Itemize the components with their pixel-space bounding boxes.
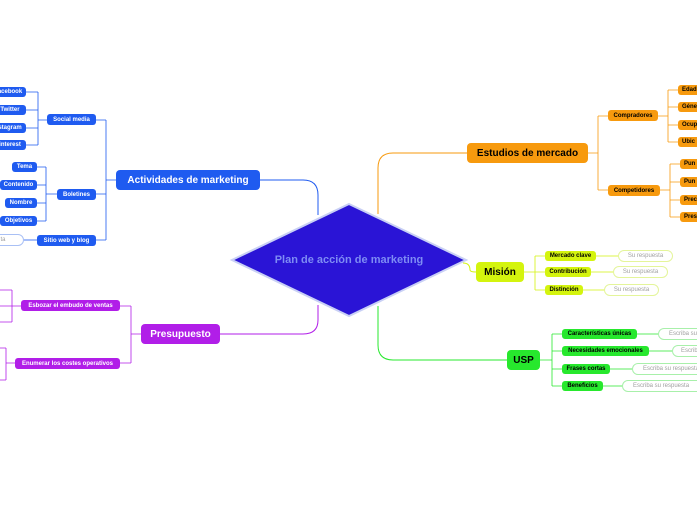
node-boletines[interactable]: Boletines [57, 189, 96, 200]
connector-usp-items [540, 333, 672, 387]
connector-presupuesto [220, 305, 319, 335]
usp-answer-hint[interactable]: Escriba su respuesta [622, 380, 697, 392]
usp-item-beneficios[interactable]: Beneficios [562, 381, 603, 391]
compradores-item[interactable]: Edad [678, 85, 697, 95]
mision-item-distincion[interactable]: Distinción [545, 285, 583, 295]
branch-mision[interactable]: Misión [476, 262, 524, 282]
mision-answer-hint[interactable]: Su respuesta [604, 284, 659, 296]
connector-embudo-items [0, 289, 21, 323]
competidores-item[interactable]: Pun [680, 177, 697, 187]
center-title[interactable]: Plan de acción de marketing [274, 254, 424, 266]
boletines-item[interactable]: Objetivos [0, 216, 37, 226]
connector-social-items [26, 91, 47, 146]
usp-item-caracteristicas[interactable]: Características únicas [562, 329, 637, 339]
node-social-media[interactable]: Social media [47, 114, 96, 125]
branch-presupuesto[interactable]: Presupuesto [141, 324, 220, 344]
connector-mision-items [524, 255, 618, 291]
node-embudo-ventas[interactable]: Esbozar el embudo de ventas [21, 300, 120, 311]
competidores-item[interactable]: Prec [680, 195, 697, 205]
boletines-item[interactable]: Nombre [5, 198, 37, 208]
usp-answer-hint[interactable]: Escrib [672, 345, 697, 357]
connector-mision [462, 262, 477, 273]
branch-estudios[interactable]: Estudios de mercado [467, 143, 588, 163]
social-item[interactable]: interest [0, 140, 26, 150]
mision-item-mercado-clave[interactable]: Mercado clave [545, 251, 596, 261]
connector-pres-subs [120, 305, 141, 364]
center-diamond [229, 202, 469, 318]
connector-estudios [377, 152, 467, 214]
mision-item-contribucion[interactable]: Contribución [545, 267, 591, 277]
compradores-item[interactable]: Ocup [678, 120, 697, 130]
social-item[interactable]: Twitter [0, 105, 26, 115]
connector-usp [377, 306, 507, 361]
usp-answer-hint[interactable]: Escriba su respuesta [632, 363, 697, 375]
social-item[interactable]: acebook [0, 87, 26, 97]
competidores-item[interactable]: Pun [680, 159, 697, 169]
branch-usp[interactable]: USP [507, 350, 540, 370]
compradores-item[interactable]: Ubic [678, 137, 697, 147]
node-compradores[interactable]: Compradores [608, 110, 658, 121]
usp-item-frases-cortas[interactable]: Frases cortas [562, 364, 610, 374]
connector-act-subs [96, 119, 116, 241]
sitio-answer-hint[interactable]: ta [0, 234, 24, 246]
mision-answer-hint[interactable]: Su respuesta [618, 250, 673, 262]
node-costes-operativos[interactable]: Enumerar los costes operativos [15, 358, 120, 369]
connector-actividades [260, 179, 319, 215]
node-competidores[interactable]: Competidores [608, 185, 660, 196]
compradores-item[interactable]: Géne [678, 102, 697, 112]
competidores-item[interactable]: Pres [680, 212, 697, 222]
connector-boletines-items [37, 166, 57, 222]
connector-costes-items [0, 347, 15, 381]
branch-actividades[interactable]: Actividades de marketing [116, 170, 260, 190]
connector-compradores-items [658, 89, 678, 143]
boletines-item[interactable]: Contenido [0, 180, 37, 190]
mision-answer-hint[interactable]: Su respuesta [613, 266, 668, 278]
connector-est-subs [588, 115, 608, 191]
node-sitio-web[interactable]: Sitio web y blog [37, 235, 96, 246]
connector-competidores-items [660, 163, 680, 218]
social-item[interactable]: stagram [0, 123, 26, 133]
usp-answer-hint[interactable]: Escriba su [658, 328, 697, 340]
usp-item-necesidades[interactable]: Necesidades emocionales [562, 346, 649, 356]
boletines-item[interactable]: Tema [12, 162, 37, 172]
